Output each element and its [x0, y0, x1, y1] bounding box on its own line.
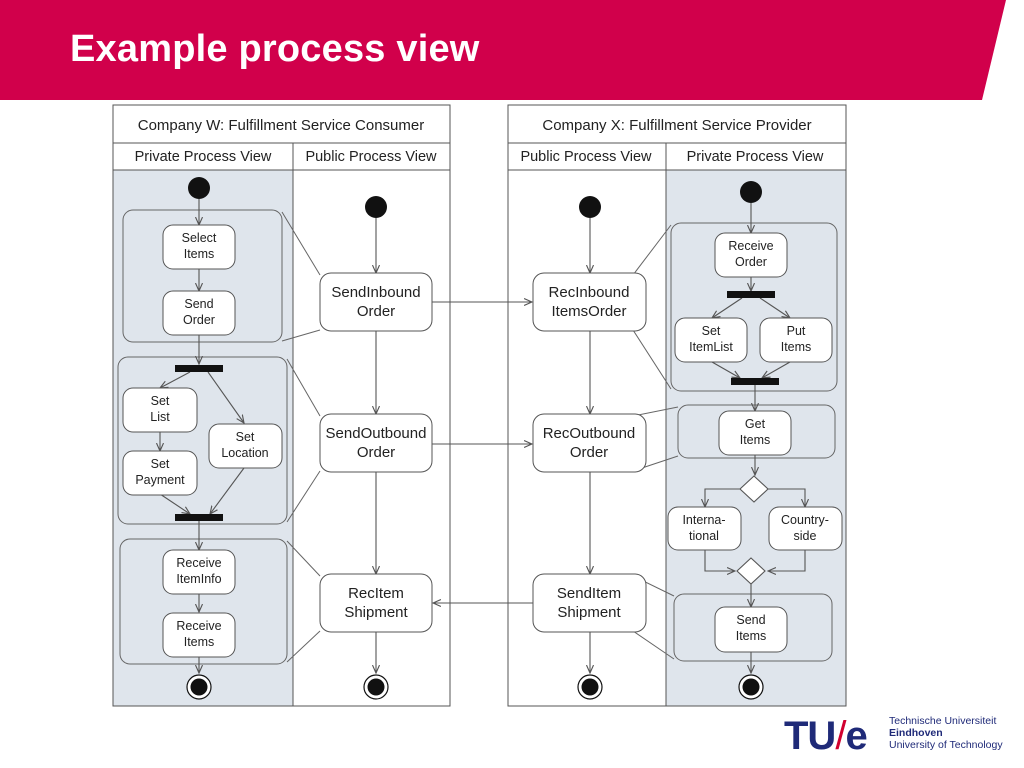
consumer-public-end-node: [363, 674, 389, 700]
activity-put-items: Put Items: [759, 317, 833, 363]
svg-text:Set: Set: [702, 324, 721, 338]
svg-text:Order: Order: [357, 303, 395, 320]
consumer-private-end-node: [186, 674, 212, 700]
svg-text:Shipment: Shipment: [344, 604, 408, 621]
header-band: [0, 0, 1006, 100]
activity-set-payment: Set Payment: [122, 450, 198, 496]
activity-get-items: Get Items: [718, 410, 792, 456]
svg-text:SendInbound: SendInbound: [331, 284, 420, 301]
consumer-fork-bar: [175, 365, 223, 372]
svg-text:ItemsOrder: ItemsOrder: [551, 303, 626, 320]
svg-text:Put: Put: [787, 324, 806, 338]
provider-group-order: [670, 222, 838, 392]
svg-text:Receive: Receive: [176, 556, 221, 570]
activity-set-itemlist: Set ItemList: [674, 317, 748, 363]
svg-text:Receive: Receive: [176, 619, 221, 633]
tue-logo-text: Technische Universiteit Eindhoven Univer…: [889, 715, 1003, 751]
svg-text:tional: tional: [689, 529, 719, 543]
logo-line-2: Eindhoven: [889, 727, 943, 739]
svg-text:SendItem: SendItem: [557, 585, 621, 602]
activity-receive-order: Receive Order: [714, 232, 788, 278]
svg-text:Order: Order: [183, 313, 215, 327]
decision-diamond: [739, 475, 769, 503]
consumer-private-start-node: [188, 177, 210, 199]
svg-text:Set: Set: [151, 457, 170, 471]
svg-text:Location: Location: [221, 446, 268, 460]
activity-select-items: Select Items: [162, 224, 236, 270]
consumer-panel: [112, 104, 451, 707]
activity-set-location: Set Location: [208, 423, 283, 469]
svg-text:RecOutbound: RecOutbound: [543, 425, 636, 442]
tue-logo: TU/e Technische Universiteit Eindhoven U…: [784, 712, 1020, 762]
activity-send-items: Send Items: [714, 606, 788, 653]
activity-send-outbound-order: SendOutbound Order: [319, 413, 433, 473]
activity-receive-items: Receive Items: [162, 612, 236, 658]
consumer-public-start-node: [365, 196, 387, 218]
svg-text:Interna-: Interna-: [682, 513, 725, 527]
svg-text:Get: Get: [745, 417, 766, 431]
svg-text:Items: Items: [736, 629, 767, 643]
svg-text:Order: Order: [570, 444, 608, 461]
svg-text:side: side: [794, 529, 817, 543]
activity-send-item-shipment: SendItem Shipment: [532, 573, 647, 633]
svg-text:Set: Set: [236, 430, 255, 444]
svg-text:RecInbound: RecInbound: [549, 284, 630, 301]
provider-private-view-label: Private Process View: [687, 149, 824, 165]
consumer-group-order: [122, 209, 283, 343]
tue-logo-mark: TU/e: [784, 714, 868, 758]
consumer-title: Company W: Fulfillment Service Consumer: [138, 117, 424, 134]
provider-private-start-node: [740, 181, 762, 203]
merge-diamond: [736, 557, 766, 585]
svg-text:Order: Order: [735, 255, 767, 269]
activity-international: Interna- tional: [667, 506, 742, 551]
logo-line-1: Technische Universiteit: [889, 715, 997, 727]
svg-text:Payment: Payment: [135, 473, 185, 487]
svg-text:Receive: Receive: [728, 239, 773, 253]
consumer-public-view-label: Public Process View: [305, 149, 437, 165]
consumer-join-bar: [175, 514, 223, 521]
provider-title: Company X: Fulfillment Service Provider: [542, 117, 811, 134]
slide-title: Example process view: [70, 28, 480, 70]
consumer-group-receive: [119, 538, 288, 665]
svg-text:SendOutbound: SendOutbound: [326, 425, 427, 442]
svg-text:ItemList: ItemList: [689, 340, 733, 354]
svg-text:Select: Select: [182, 231, 217, 245]
activity-countryside: Country- side: [768, 506, 843, 551]
provider-join-bar: [731, 378, 779, 385]
svg-text:Send: Send: [736, 613, 765, 627]
svg-text:List: List: [150, 410, 170, 424]
activity-rec-outbound-order: RecOutbound Order: [532, 413, 647, 473]
activity-set-list: Set List: [122, 387, 198, 433]
svg-text:Items: Items: [184, 247, 215, 261]
activity-send-order: Send Order: [162, 290, 236, 336]
svg-text:Set: Set: [151, 394, 170, 408]
activity-rec-item-shipment: RecItem Shipment: [319, 573, 433, 633]
activity-rec-inbound-items-order: RecInbound ItemsOrder: [532, 272, 647, 332]
svg-text:Items: Items: [781, 340, 812, 354]
svg-text:Items: Items: [184, 635, 215, 649]
provider-private-end-node: [738, 674, 764, 700]
svg-text:Items: Items: [740, 433, 771, 447]
provider-public-start-node: [579, 196, 601, 218]
provider-panel: [507, 104, 847, 707]
consumer-private-view-label: Private Process View: [135, 149, 272, 165]
activity-receive-iteminfo: Receive ItemInfo: [162, 549, 236, 595]
logo-line-3: University of Technology: [889, 739, 1003, 751]
svg-text:Order: Order: [357, 444, 395, 461]
svg-text:ItemInfo: ItemInfo: [176, 572, 221, 586]
svg-text:Send: Send: [184, 297, 213, 311]
svg-text:Shipment: Shipment: [557, 604, 621, 621]
provider-public-view-label: Public Process View: [520, 149, 652, 165]
svg-text:RecItem: RecItem: [348, 585, 404, 602]
provider-public-end-node: [577, 674, 603, 700]
svg-text:Country-: Country-: [781, 513, 829, 527]
provider-fork-bar: [727, 291, 775, 298]
provider-group-send: [673, 593, 833, 662]
activity-send-inbound-order: SendInbound Order: [319, 272, 433, 332]
